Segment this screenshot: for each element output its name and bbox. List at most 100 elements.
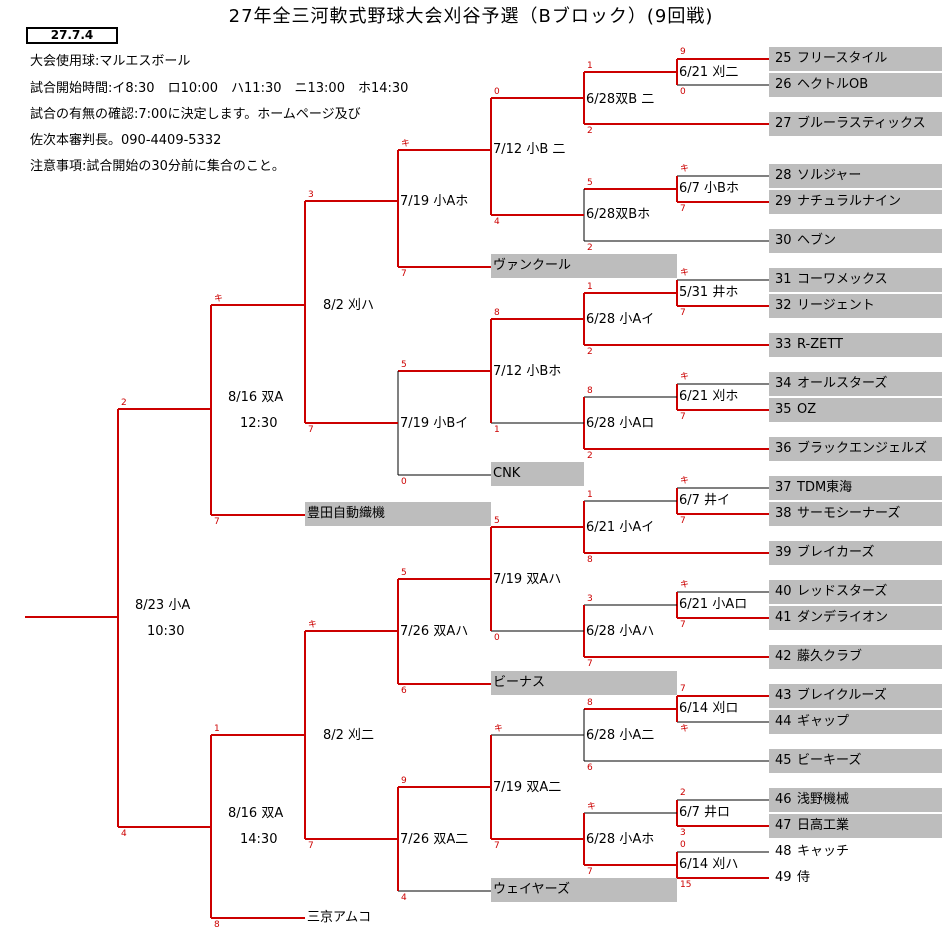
- score-mark-4: キ: [680, 268, 690, 278]
- team-number: 49: [775, 870, 792, 885]
- team-name: 日高工業: [797, 818, 850, 833]
- team-number: 28: [775, 168, 792, 183]
- match-label-8: 6/14 刈ハ: [679, 857, 739, 872]
- team-name: ソルジャー: [797, 168, 862, 183]
- team-row-42: 42 藤久クラブ: [769, 645, 942, 669]
- match-label-7: 6/7 井ロ: [679, 805, 731, 820]
- team-row-45: 45 ビーキーズ: [769, 749, 942, 773]
- match-label-14: 6/28 小Aハ: [586, 624, 655, 639]
- team-number: 30: [775, 233, 792, 248]
- team-number: 25: [775, 51, 792, 66]
- score-mark-57: 8: [214, 920, 220, 930]
- team-number: 39: [775, 545, 792, 560]
- score-mark-25: 2: [587, 451, 593, 461]
- match-label-30: 14:30: [240, 832, 278, 847]
- team-number: 40: [775, 584, 792, 599]
- score-mark-13: キ: [680, 724, 690, 734]
- team-number: 44: [775, 714, 792, 729]
- score-mark-18: 1: [587, 61, 593, 71]
- match-label-13: 6/21 小Aイ: [586, 520, 655, 535]
- team-name: ブルーラスティックス: [797, 116, 926, 131]
- team-name: ダンデライオン: [797, 610, 889, 625]
- team-number: 32: [775, 298, 792, 313]
- team-name: 侍: [797, 870, 811, 885]
- team-name: キャッチ: [797, 844, 850, 859]
- score-mark-55: 7: [214, 517, 220, 527]
- team-number: 45: [775, 753, 792, 768]
- info-ball: 大会使用球:マルエスボール: [30, 54, 191, 69]
- team-number: 42: [775, 649, 792, 664]
- score-mark-6: キ: [680, 372, 690, 382]
- score-mark-31: 6: [587, 763, 593, 773]
- score-mark-9: 7: [680, 516, 686, 526]
- score-mark-39: 0: [494, 633, 500, 643]
- match-label-4: 6/7 井イ: [679, 493, 731, 508]
- score-mark-23: 2: [587, 347, 593, 357]
- score-mark-10: キ: [680, 580, 690, 590]
- score-mark-30: 8: [587, 698, 593, 708]
- team-name: ヘクトルOB: [797, 77, 869, 92]
- score-mark-20: 5: [587, 178, 593, 188]
- team-number: 31: [775, 272, 792, 287]
- team-row-32: 32 リージェント: [769, 294, 942, 318]
- team-number: 43: [775, 688, 792, 703]
- team-number: 26: [775, 77, 792, 92]
- match-label-11: 6/28 小Aイ: [586, 312, 655, 327]
- match-label-12: 6/28 小Aロ: [586, 416, 655, 431]
- score-mark-50: 3: [308, 190, 314, 200]
- seeded-team-2: 豊田自動織機: [305, 502, 491, 526]
- match-label-32: 10:30: [147, 624, 185, 639]
- team-name: レッドスターズ: [797, 584, 888, 599]
- team-name: ブレイカーズ: [797, 545, 875, 560]
- score-mark-8: キ: [680, 476, 690, 486]
- info-umpire: 佐次本審判長。090-4409-5332: [30, 133, 222, 148]
- score-mark-44: 5: [401, 360, 407, 370]
- match-label-2: 5/31 井ホ: [679, 285, 739, 300]
- team-name: オールスターズ: [797, 376, 888, 391]
- match-label-1: 6/7 小Bホ: [679, 181, 739, 196]
- team-row-33: 33 R-ZETT: [769, 333, 942, 357]
- team-name: リージェント: [797, 298, 875, 313]
- team-row-40: 40 レッドスターズ: [769, 580, 942, 604]
- team-row-49: 49 侍: [769, 866, 942, 890]
- match-label-6: 6/14 刈ロ: [679, 701, 739, 716]
- score-mark-14: 2: [680, 788, 686, 798]
- score-mark-21: 2: [587, 243, 593, 253]
- match-label-15: 6/28 小A二: [586, 728, 655, 743]
- score-mark-32: キ: [587, 802, 597, 812]
- match-label-5: 6/21 小Aロ: [679, 597, 748, 612]
- score-mark-38: 5: [494, 516, 500, 526]
- info-confirm: 試合の有無の確認:7:00に決定します。ホームページ及び: [30, 107, 361, 122]
- score-mark-58: 2: [121, 398, 127, 408]
- team-name: 藤久クラブ: [797, 649, 863, 664]
- team-name: OZ: [797, 402, 817, 417]
- team-number: 47: [775, 818, 792, 833]
- score-mark-0: 9: [680, 47, 686, 57]
- team-name: ブラックエンジェルズ: [797, 441, 928, 456]
- team-number: 46: [775, 792, 792, 807]
- score-mark-12: 7: [680, 684, 686, 694]
- team-name: ビーキーズ: [797, 753, 862, 768]
- team-name: 浅野機械: [797, 792, 850, 807]
- team-number: 33: [775, 337, 792, 352]
- match-label-10: 6/28双Bホ: [586, 207, 651, 222]
- team-name: TDM東海: [797, 480, 853, 495]
- team-number: 35: [775, 402, 792, 417]
- team-number: 41: [775, 610, 792, 625]
- score-mark-11: 7: [680, 620, 686, 630]
- score-mark-1: 0: [680, 87, 686, 97]
- score-mark-29: 7: [587, 659, 593, 669]
- team-name: R-ZETT: [797, 337, 843, 352]
- score-mark-27: 8: [587, 555, 593, 565]
- seeded-team-3: ビーナス: [491, 671, 677, 695]
- score-mark-26: 1: [587, 490, 593, 500]
- score-mark-52: キ: [308, 620, 318, 630]
- team-name: フリースタイル: [797, 51, 888, 66]
- match-label-16: 6/28 小Aホ: [586, 832, 655, 847]
